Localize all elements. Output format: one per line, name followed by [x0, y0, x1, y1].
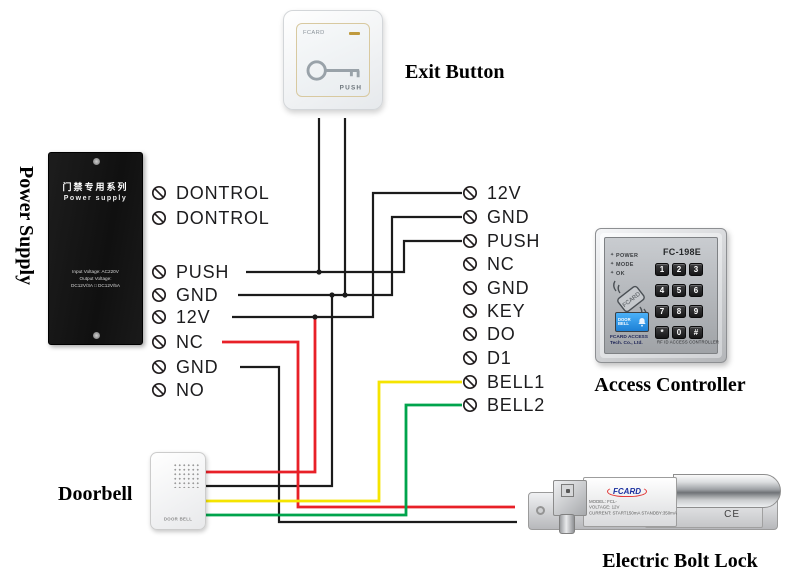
keypad-key-#: #	[689, 326, 703, 339]
psu-output-voltage: Output Voltage: DC12V/3A □ DC12V/5A	[71, 276, 120, 289]
wire-junction	[342, 292, 348, 298]
keypad-key-*: *	[655, 326, 669, 339]
keypad-key-1: 1	[655, 263, 669, 276]
wire-junction	[316, 269, 322, 275]
bolt-lock-block	[553, 480, 587, 516]
speaker-grid-icon	[173, 463, 200, 488]
bolt-lock-voltage: VOLTAGE: 12V	[589, 504, 620, 510]
power-supply-device: 门禁专用系列 Power supply Input Voltage: AC220…	[48, 152, 143, 345]
wire-junction	[312, 314, 318, 320]
exit-button-push-text: PUSH	[339, 83, 362, 91]
keypad-key-5: 5	[672, 284, 686, 297]
lcd-line1: DOOR	[618, 317, 631, 322]
led-dot-icon: ✦	[610, 252, 615, 258]
led-label-list: ✦POWER✦MODE✦OK	[610, 251, 649, 277]
screw-icon	[92, 158, 100, 165]
exit-button-device: FCARD PUSH	[283, 10, 383, 110]
bolt-lock-spec-text: MODEL: FCL- VOLTAGE: 12V CURRENT: START1…	[589, 499, 677, 516]
wire-gnd2-to-bolt-lock	[240, 365, 517, 524]
power-supply-label: Power Supply	[15, 166, 37, 286]
bolt-lock-current: CURRENT: START150mA STANDBY:350mA	[589, 510, 677, 516]
psu-subtitle: Power supply	[63, 195, 128, 202]
bolt-lock-label: Electric Bolt Lock	[602, 550, 758, 572]
keypad-key-9: 9	[689, 305, 703, 318]
led-dot-icon: ✦	[610, 270, 615, 276]
wire-bell2-to-doorbell	[206, 403, 462, 517]
exit-button-brand: FCARD	[303, 29, 325, 36]
led-dot-icon: ✦	[610, 261, 615, 267]
ce-mark: CE	[724, 509, 740, 520]
led-text: MODE	[616, 260, 634, 268]
bolt-pin	[559, 514, 575, 534]
keypad-key-4: 4	[655, 284, 669, 297]
controller-type-text: RF ID ACCESS CONTROLLER	[657, 340, 720, 345]
doorbell-device: DOOR BELL	[150, 452, 206, 530]
keypad-key-7: 7	[655, 305, 669, 318]
led-text: POWER	[616, 251, 639, 259]
keypad-key-2: 2	[672, 263, 686, 276]
psu-input-voltage: Input Voltage: AC220V	[72, 269, 119, 275]
wire-12v-left-to-12v-right	[232, 191, 462, 319]
doorbell-device-label: DOOR BELL	[163, 517, 193, 522]
key-icon	[306, 60, 360, 81]
bolt-lock-brand: FCARD	[607, 486, 647, 497]
keypad-key-6: 6	[689, 284, 703, 297]
controller-brand: FCARD ACCESS Tech. Co., Ltd.	[610, 334, 648, 346]
screw-icon	[92, 332, 100, 339]
controller-brand-line1: FCARD ACCESS	[610, 334, 648, 340]
wire-junction	[329, 292, 335, 298]
psu-title-cn: 门禁专用系列	[62, 182, 129, 192]
keypad-key-0: 0	[672, 326, 686, 339]
mounting-hole-icon	[536, 506, 545, 515]
wire-bell1-to-doorbell	[206, 380, 462, 503]
indicator-dash-icon	[349, 32, 360, 35]
keypad-key-3: 3	[689, 263, 703, 276]
psu-spec-text: Input Voltage: AC220V Output Voltage: DC…	[69, 269, 123, 290]
controller-model: FC-198E	[663, 247, 702, 257]
exit-button-label: Exit Button	[405, 61, 505, 83]
wire-12v-to-doorbell	[206, 317, 317, 474]
bolt-lock-model: MODEL: FCL-	[589, 499, 617, 504]
doorbell-label: Doorbell	[58, 483, 133, 505]
controller-lcd: DOOR BELL	[615, 312, 649, 332]
bolt-lock-body: FCARD MODEL: FCL- VOLTAGE: 12V CURRENT: …	[583, 477, 677, 527]
bolt-lock-cylinder	[673, 474, 781, 508]
led-text: OK	[616, 269, 626, 277]
bolt-lock-device: CE FCARD MODEL: FCL- VOLTAGE: 12V CURREN…	[515, 448, 787, 548]
lcd-line2: BELL	[618, 322, 629, 327]
led-label-power: ✦POWER	[610, 251, 649, 259]
wire-gnd-left-to-gnd-right	[238, 215, 462, 297]
controller-brand-line2: Tech. Co., Ltd.	[610, 339, 643, 346]
bell-icon	[638, 318, 646, 327]
screw-icon	[561, 484, 574, 497]
exit-button-plate: FCARD PUSH	[296, 23, 370, 97]
wire-push-left-to-push-right	[246, 239, 462, 274]
led-label-ok: ✦OK	[610, 269, 649, 277]
led-label-mode: ✦MODE	[610, 260, 649, 268]
access-controller-label: Access Controller	[594, 374, 746, 396]
wire-gnd-to-doorbell	[206, 295, 334, 488]
keypad-key-8: 8	[672, 305, 686, 318]
